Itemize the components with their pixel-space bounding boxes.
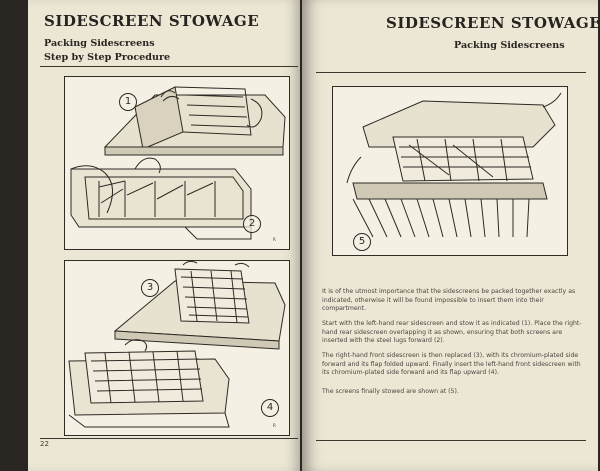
instruction-paragraph-2: Start with the left-hand rear sidescreen… (322, 320, 582, 345)
figure-label-1: 1 (119, 93, 137, 111)
left-page: SIDESCREEN STOWAGE Packing Sidescreens S… (28, 0, 300, 471)
right-header-rule (316, 72, 586, 73)
right-page-subtitle: Packing Sidescreens (454, 40, 565, 51)
figure-frame-5: 5 (332, 86, 568, 256)
page-number: 22 (40, 440, 49, 448)
left-footer-rule (40, 438, 298, 439)
sidescreen-compartment-illustration-3-4 (68, 261, 286, 428)
figure-frame-3-4: 3 4 R (64, 260, 290, 436)
stowed-sidescreens-illustration (346, 92, 562, 238)
left-page-subtitle-1: Packing Sidescreens (44, 38, 155, 49)
figure-label-4: 4 (261, 399, 279, 417)
right-page-title: SIDESCREEN STOWAGE (386, 14, 598, 32)
figure-label-2: 2 (243, 215, 261, 233)
figure-label-3: 3 (141, 279, 159, 297)
artist-mark-1: R (273, 237, 276, 242)
right-footer-rule (316, 440, 586, 441)
artist-mark-2: R (273, 423, 276, 428)
left-page-title: SIDESCREEN STOWAGE (44, 12, 260, 30)
left-page-subtitle-2: Step by Step Procedure (44, 52, 171, 63)
right-page: SIDESCREEN STOWAGE Packing Sidescreens 5… (302, 0, 598, 471)
instruction-paragraph-1: It is of the utmost importance that the … (322, 288, 576, 313)
figure-frame-1-2: 1 2 R (64, 76, 290, 250)
figure-label-5: 5 (353, 233, 371, 251)
left-header-rule (40, 66, 298, 67)
sidescreen-compartment-illustration-1-2 (70, 86, 286, 240)
instruction-paragraph-4: The screens finally stowed are shown at … (322, 388, 459, 395)
instruction-paragraph-3: The right-hand front sidescreen is then … (322, 352, 581, 377)
